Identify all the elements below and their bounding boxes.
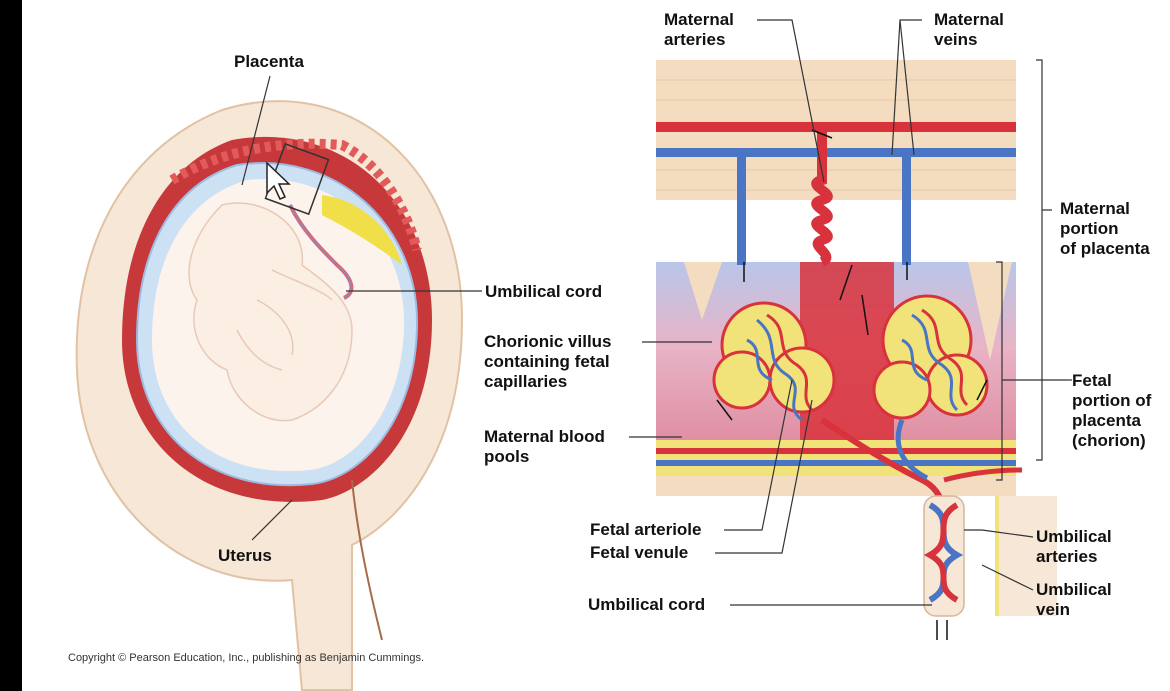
chorionic-villus-right bbox=[872, 294, 989, 420]
placenta-diagram bbox=[75, 19, 1072, 691]
label-umbilical-arteries: Umbilical arteries bbox=[1036, 527, 1112, 566]
spiral-artery bbox=[811, 132, 833, 267]
flow-arrows bbox=[716, 129, 988, 640]
label-chorionic-villus: Chorionic villus containing fetal capill… bbox=[484, 332, 612, 391]
label-umbilical-cord-right: Umbilical cord bbox=[588, 595, 706, 614]
label-placenta: Placenta bbox=[234, 52, 304, 71]
label-maternal-portion: Maternal portion of placenta bbox=[1060, 199, 1150, 258]
chorionic-plate bbox=[656, 440, 1016, 476]
maternal-vein-left bbox=[737, 157, 746, 265]
copyright-notice: Copyright © Pearson Education, Inc., pub… bbox=[68, 652, 425, 664]
maternal-artery-horizontal bbox=[656, 122, 1016, 132]
uterus-illustration bbox=[75, 75, 482, 691]
label-maternal-arteries: Maternal arteries bbox=[664, 10, 734, 49]
label-uterus: Uterus bbox=[218, 546, 272, 565]
chorionic-villus-left bbox=[712, 301, 836, 422]
leader-lines bbox=[629, 19, 1072, 606]
maternal-vein-horizontal bbox=[656, 148, 1016, 157]
placenta-detail bbox=[629, 19, 1072, 640]
maternal-portion-bracket bbox=[1036, 59, 1052, 461]
cursor-icon bbox=[266, 161, 291, 200]
label-umbilical-vein: Umbilical vein bbox=[1036, 580, 1112, 619]
yolk-sac bbox=[322, 195, 402, 265]
right-umbilical-cord bbox=[923, 495, 965, 617]
fetal-portion-bracket bbox=[996, 261, 1068, 481]
label-maternal-veins: Maternal veins bbox=[934, 10, 1004, 49]
label-maternal-blood-pools: Maternal blood pools bbox=[484, 427, 605, 466]
fetus bbox=[188, 202, 353, 422]
label-fetal-portion: Fetal portion of placenta (chorion) bbox=[1072, 371, 1152, 450]
label-fetal-venule: Fetal venule bbox=[590, 543, 689, 562]
slide-canvas: Placenta Uterus Umbilical cord Maternal … bbox=[22, 0, 1170, 691]
maternal-vein-right bbox=[902, 157, 911, 265]
decidua-septum bbox=[656, 262, 722, 320]
placenta-villi-band bbox=[169, 138, 422, 252]
label-umbilical-cord-left: Umbilical cord bbox=[485, 282, 603, 301]
label-fetal-arteriole: Fetal arteriole bbox=[590, 520, 702, 539]
